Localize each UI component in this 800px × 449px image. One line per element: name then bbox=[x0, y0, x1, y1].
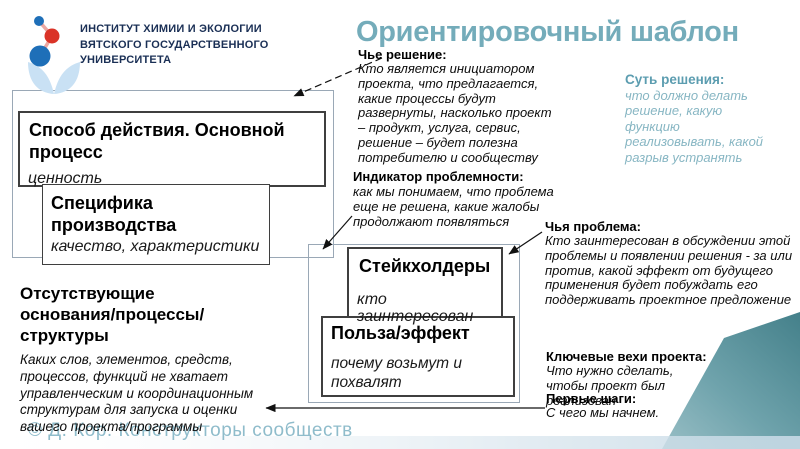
whose-solution-text: Кто является инициатором проекта, что пр… bbox=[358, 61, 552, 165]
production-box-note: качество, характеристики bbox=[51, 238, 260, 255]
arrow-whose-solution bbox=[293, 57, 383, 97]
solution-essence-label: Суть решения: bbox=[625, 72, 725, 87]
molecule-node-big-blue bbox=[29, 45, 51, 67]
missing-structures-label: Отсутствующие основания/процессы/структу… bbox=[20, 284, 205, 345]
university-name-line3: УНИВЕРСИТЕТА bbox=[80, 54, 172, 66]
whose-solution-label: Чье решение: bbox=[358, 47, 447, 62]
footer-credit: © Д. Кор. Конструкторы сообществ bbox=[28, 420, 353, 441]
method-box-note: ценность bbox=[28, 170, 103, 187]
benefit-box-title: Польза/эффект bbox=[331, 323, 470, 343]
stakeholders-box-title: Стейкхолдеры bbox=[359, 256, 491, 276]
leaf-right bbox=[54, 62, 80, 94]
arrow-whose-problem bbox=[508, 231, 543, 255]
method-box-title: Способ действия. Основной процесс bbox=[29, 120, 285, 162]
benefit-box: Польза/эффект почему возьмут и похвалят bbox=[321, 316, 515, 397]
missing-structures-text: Каких слов, элементов, средств, процессо… bbox=[20, 352, 254, 435]
first-steps-text: С чего мы начнем. bbox=[546, 405, 660, 420]
benefit-box-note: почему возьмут и похвалят bbox=[331, 355, 463, 391]
first-steps-label: Первые шаги: bbox=[546, 391, 637, 406]
molecule-node-small-blue bbox=[34, 16, 44, 26]
whose-problem-label: Чья проблема: bbox=[545, 219, 641, 234]
method-box: Способ действия. Основной процесс bbox=[18, 111, 326, 187]
whose-problem-text: Кто заинтересован в обсуждении этой проб… bbox=[545, 233, 793, 308]
stakeholders-box-note: кто заинтересован bbox=[357, 291, 474, 325]
problem-indicator-label: Индикатор проблемности: bbox=[353, 169, 524, 184]
university-logo-icon bbox=[28, 16, 80, 94]
university-name: ИНСТИТУТ ХИМИИ И ЭКОЛОГИИ ВЯТСКОГО ГОСУД… bbox=[80, 22, 269, 69]
molecule-node-red bbox=[44, 28, 60, 44]
stakeholders-box: Стейкхолдеры bbox=[347, 247, 503, 327]
arrow-problem-indicator bbox=[322, 215, 353, 250]
university-name-line2: ВЯТСКОГО ГОСУДАРСТВЕННОГО bbox=[80, 38, 269, 51]
teal-corner-wedge bbox=[662, 312, 800, 449]
slide-title: Ориентировочный шаблон bbox=[356, 16, 739, 48]
key-milestones-label: Ключевые вехи проекта: bbox=[546, 349, 707, 364]
key-milestones-text: Что нужно сделать, чтобы проект был реал… bbox=[546, 363, 674, 408]
problem-indicator-text: как мы понимаем, что проблема еще не реш… bbox=[353, 184, 554, 229]
solution-essence-text: что должно делать решение, какую функцию… bbox=[625, 88, 764, 165]
bottom-strip bbox=[0, 436, 800, 449]
production-box-title: Специфика производства bbox=[51, 193, 177, 235]
university-name-line1: ИНСТИТУТ ХИМИИ И ЭКОЛОГИИ bbox=[80, 23, 262, 35]
production-box: Специфика производства качество, характе… bbox=[42, 184, 270, 265]
leaf-left bbox=[28, 62, 54, 94]
outer-frame-stakeholders bbox=[308, 244, 520, 403]
